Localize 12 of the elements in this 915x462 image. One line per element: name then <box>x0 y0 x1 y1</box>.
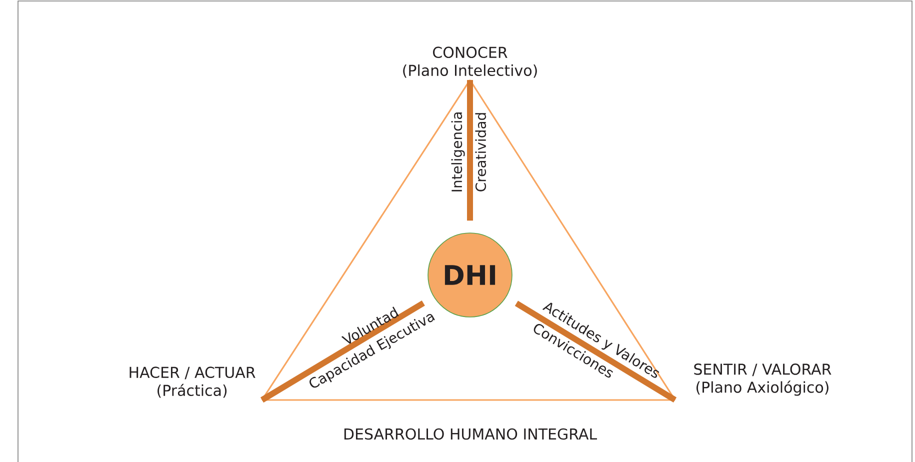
bar-label: Creatividad <box>475 113 486 192</box>
bar <box>260 300 425 403</box>
caption-label: DESARROLLO HUMANO INTEGRAL <box>344 428 597 440</box>
bar <box>467 80 473 221</box>
triangle-side <box>262 399 675 401</box>
bar <box>514 300 677 403</box>
vertex-label: CONOCER (Plano Intelectivo) <box>403 46 537 78</box>
vertex-label: HACER / ACTUAR (Práctica) <box>130 366 256 398</box>
bar-label: Inteligencia <box>451 112 465 192</box>
triangle-side <box>261 80 471 400</box>
triangle-side <box>469 80 676 400</box>
vertex-label: SENTIR / VALORAR (Plano Axiológico) <box>694 364 832 396</box>
